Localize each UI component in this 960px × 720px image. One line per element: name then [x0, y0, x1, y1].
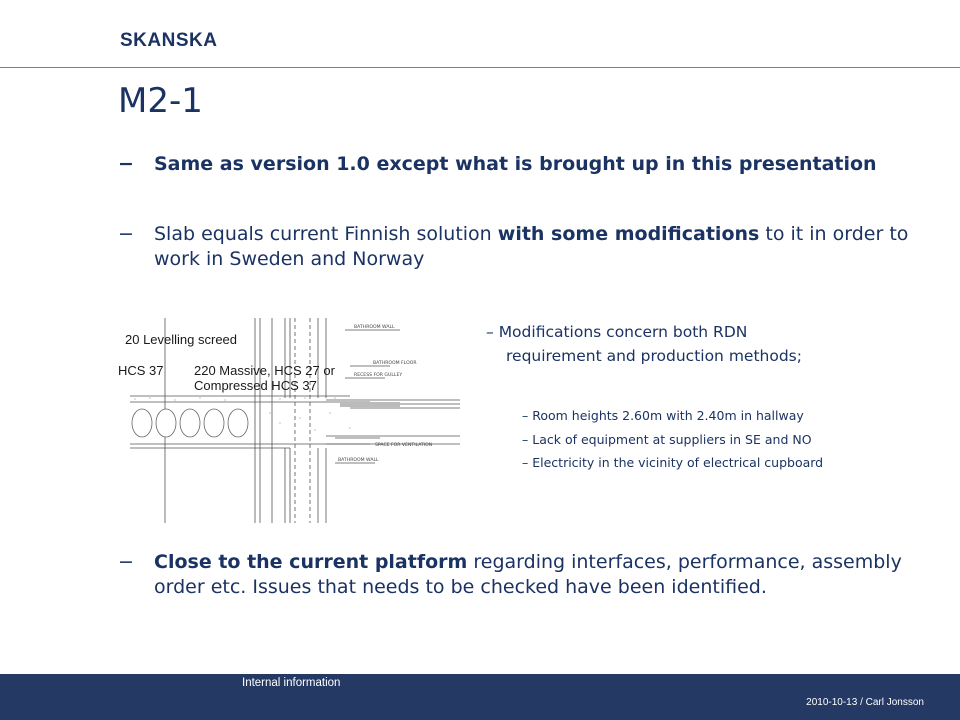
bullet-2-part3: to it in order to work in Sweden and Nor…: [154, 223, 909, 270]
header-divider: [0, 67, 960, 68]
bullet-2-text: Slab equals current Finnish solution wit…: [154, 222, 918, 272]
bullet-1-text: Same as version 1.0 except what is broug…: [154, 153, 877, 175]
sub-bullet: – Modifications concern both RDN require…: [486, 320, 906, 368]
skanska-logo: SKANSKA: [120, 30, 218, 51]
footer-bar: [0, 674, 960, 720]
sub-sub-bullet-3-text: Electricity in the vicinity of electrica…: [532, 455, 824, 470]
sub-sub-bullet-1-text: Room heights 2.60m with 2.40m in hallway: [532, 408, 804, 423]
bullet-2: − Slab equals current Finnish solution w…: [118, 222, 918, 272]
sub-sub-bullet-2-text: Lack of equipment at suppliers in SE and…: [532, 432, 812, 447]
bullet-3-emphasis: Close to the current platform: [154, 551, 468, 573]
bullet-3-text: Close to the current platform regarding …: [154, 550, 918, 600]
bullet-dash: −: [118, 551, 134, 573]
label-recess: RECESS FOR GULLEY: [354, 372, 402, 378]
sub-bullet-line2: requirement and production methods;: [506, 347, 802, 365]
bullet-dash: −: [118, 153, 134, 175]
slab-section-drawing: BATHROOM WALL BATHROOM FLOOR RECESS FOR …: [130, 318, 460, 523]
bullet-1: − Same as version 1.0 except what is bro…: [118, 152, 918, 177]
sub-sub-bullet-2: – Lack of equipment at suppliers in SE a…: [522, 429, 922, 451]
sub-sub-dash: –: [522, 432, 529, 447]
bullet-3-part2: regarding interfaces, performance, assem…: [154, 551, 902, 598]
slide-title: M2-1: [118, 81, 203, 121]
sub-bullet-line1: Modifications concern both RDN: [498, 323, 748, 341]
bullet-2-emphasis: with some modifications: [497, 223, 760, 245]
footer-date-author: 2010-10-13 / Carl Jonsson: [806, 697, 924, 708]
bullet-3: − Close to the current platform regardin…: [118, 550, 918, 600]
label-bathroom-floor: BATHROOM FLOOR: [373, 360, 417, 366]
annotation-massive: 220 Massive, HCS 27 or Compressed HCS 37: [194, 363, 335, 393]
footer-classification: Internal information: [242, 677, 341, 689]
label-bathroom-wall-top: BATHROOM WALL: [354, 324, 395, 330]
sub-sub-bullet-3: – Electricity in the vicinity of electri…: [522, 452, 922, 474]
bullet-dash: −: [118, 223, 134, 245]
sub-sub-dash: –: [522, 408, 529, 423]
sub-sub-dash: –: [522, 455, 529, 470]
label-ventilation: SPACE FOR VENTILATION: [375, 442, 432, 448]
bullet-2-part1: Slab equals current Finnish solution: [154, 223, 498, 245]
sub-bullet-dash: –: [486, 323, 494, 341]
annotation-levelling-screed: 20 Levelling screed: [125, 332, 238, 347]
label-bathroom-wall-bottom: BATHROOM WALL: [338, 457, 379, 463]
annotation-hcs37: HCS 37: [118, 363, 164, 378]
sub-sub-bullet-1: – Room heights 2.60m with 2.40m in hallw…: [522, 405, 922, 427]
